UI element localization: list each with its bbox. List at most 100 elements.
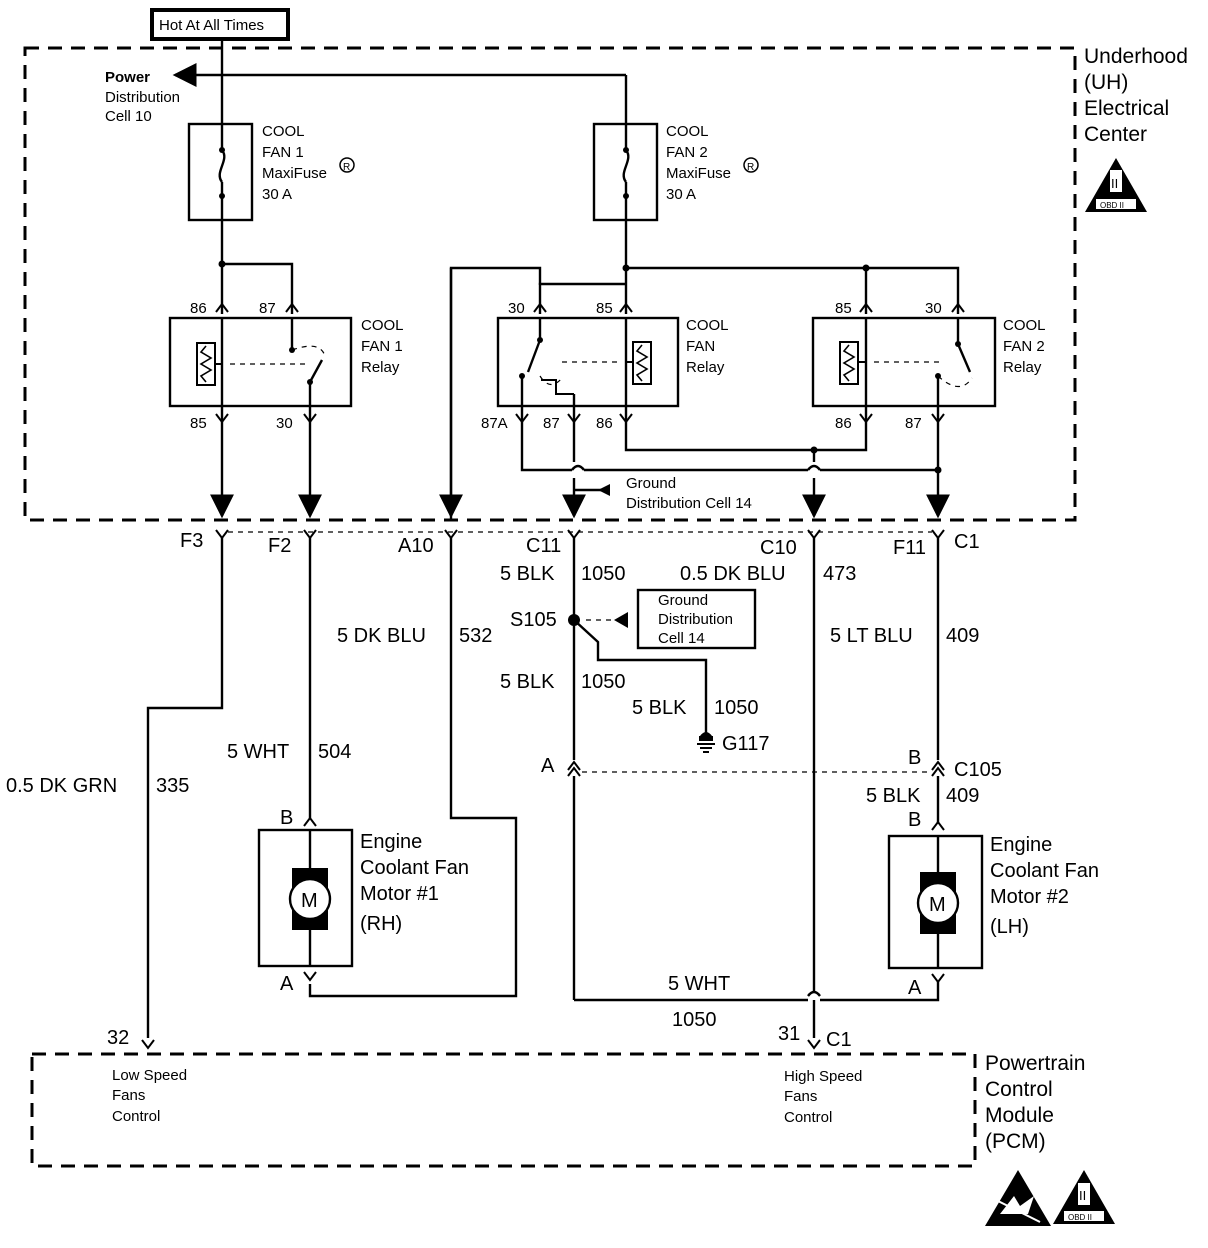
wire-532: [308, 538, 518, 998]
motor-1-pin-a-chevron: [303, 971, 317, 982]
svg-text:Center: Center: [1084, 123, 1147, 146]
c105-pin-a: A: [541, 755, 555, 777]
svg-text:F2: F2: [268, 535, 291, 557]
svg-text:Low Speed: Low Speed: [112, 1067, 187, 1084]
svg-text:Module: Module: [985, 1104, 1054, 1127]
svg-text:473: 473: [823, 563, 856, 585]
ground-flag-icon: [614, 612, 628, 628]
high-speed-fans-control: High Speed Fans Control: [784, 1068, 862, 1126]
svg-text:Fans: Fans: [112, 1087, 145, 1104]
svg-text:Underhood: Underhood: [1084, 45, 1188, 68]
svg-text:COOL: COOL: [666, 123, 709, 140]
svg-text:87: 87: [543, 415, 560, 432]
motor-icon: [288, 877, 332, 921]
relay-2-label: COOL FAN 2 Relay: [1003, 317, 1046, 376]
svg-text:FAN 2: FAN 2: [666, 144, 708, 161]
svg-text:(UH): (UH): [1084, 71, 1128, 94]
motor-2-pin-b: B: [908, 809, 921, 831]
svg-text:M: M: [929, 894, 946, 916]
svg-text:5 BLK: 5 BLK: [500, 671, 555, 693]
uh-pin-labels: F3 F2 A10 C11 C10 F11 C1: [180, 530, 980, 559]
uh-center-label: Underhood (UH) Electrical Center: [1084, 45, 1188, 146]
svg-text:F11: F11: [893, 537, 926, 559]
svg-text:Ground: Ground: [658, 592, 708, 609]
svg-text:1050: 1050: [581, 671, 626, 693]
wire-473-label: 0.5 DK BLU 473: [680, 563, 856, 585]
svg-text:Control: Control: [985, 1078, 1053, 1101]
esd-warning-icon: [985, 1170, 1051, 1226]
wire-1050a-label: 5 BLK 1050: [500, 563, 626, 585]
cool-fan-2-relay: [811, 316, 997, 408]
cool-fan-1-relay: [168, 316, 353, 408]
svg-text:Motor #2: Motor #2: [990, 886, 1069, 908]
fuse-2-label: COOL FAN 2 MaxiFuse 30 A R: [666, 123, 759, 203]
svg-text:335: 335: [156, 775, 189, 797]
svg-text:5 BLK: 5 BLK: [500, 563, 555, 585]
wire-532-label: 5 DK BLU 532: [337, 625, 492, 647]
registered-mark-icon: [743, 157, 759, 173]
svg-text:86: 86: [596, 415, 613, 432]
ground-g117-icon: [697, 732, 715, 753]
motor-2-pin-b-chevron: [931, 820, 945, 831]
registered-mark-icon: [339, 157, 355, 173]
svg-text:COOL: COOL: [361, 317, 404, 334]
wire-335-label: 0.5 DK GRN 335: [6, 775, 189, 797]
svg-text:Fans: Fans: [784, 1088, 817, 1105]
pcm-connector-c1: C1: [826, 1029, 852, 1051]
svg-text:Cell 10: Cell 10: [105, 108, 152, 125]
svg-text:Motor #1: Motor #1: [360, 883, 439, 905]
svg-text:FAN: FAN: [686, 338, 715, 355]
relay-mid-label: COOL FAN Relay: [686, 317, 729, 376]
svg-text:OBD II: OBD II: [1100, 201, 1124, 210]
svg-text:II: II: [1111, 176, 1118, 191]
hot-at-all-times-label: Hot At All Times: [159, 17, 264, 34]
svg-text:II: II: [1079, 1188, 1086, 1203]
svg-text:Coolant Fan: Coolant Fan: [990, 860, 1099, 882]
svg-text:Engine: Engine: [990, 834, 1052, 856]
svg-text:504: 504: [318, 741, 351, 763]
svg-text:COOL: COOL: [686, 317, 729, 334]
cool-fan-2-maxifuse: [592, 122, 659, 222]
svg-text:5 LT BLU: 5 LT BLU: [830, 625, 913, 647]
svg-text:C1: C1: [954, 531, 980, 553]
svg-text:Engine: Engine: [360, 831, 422, 853]
svg-text:OBD II: OBD II: [1068, 1213, 1092, 1222]
obd-ii-badge-pcm: II OBD II: [1053, 1170, 1115, 1224]
wire-1050c-label: 5 BLK 1050: [632, 697, 759, 719]
svg-text:A10: A10: [398, 535, 434, 557]
motor-1-pin-a: A: [280, 973, 294, 995]
svg-text:High Speed: High Speed: [784, 1068, 862, 1085]
svg-text:FAN 1: FAN 1: [262, 144, 304, 161]
cool-fan-relay: [496, 316, 680, 408]
svg-text:1050: 1050: [714, 697, 759, 719]
svg-text:1050: 1050: [672, 1009, 717, 1031]
pcm-box: [30, 1052, 977, 1168]
svg-text:Control: Control: [112, 1108, 160, 1125]
svg-text:(RH): (RH): [360, 913, 402, 935]
svg-text:86: 86: [190, 300, 207, 317]
hot-at-all-times-box: Hot At All Times: [150, 8, 290, 41]
svg-text:0.5 DK BLU: 0.5 DK BLU: [680, 563, 786, 585]
svg-text:Cell 14: Cell 14: [658, 630, 705, 647]
wire-1050b-label: 5 BLK 1050: [500, 671, 626, 693]
svg-text:87: 87: [259, 300, 276, 317]
pcm-pin-32: 32: [107, 1027, 129, 1049]
svg-text:30 A: 30 A: [666, 186, 696, 203]
svg-text:Power: Power: [105, 69, 150, 86]
svg-text:5 DK BLU: 5 DK BLU: [337, 625, 426, 647]
ground-distribution-box: [636, 588, 757, 650]
svg-text:5 BLK: 5 BLK: [866, 785, 921, 807]
wire-473-crossover: [807, 990, 821, 997]
ground-g117-label: G117: [722, 733, 769, 755]
svg-text:409: 409: [946, 625, 979, 647]
svg-text:85: 85: [835, 300, 852, 317]
relay-mid-pin-labels: 30 85 87A 87 86: [481, 300, 613, 432]
svg-text:COOL: COOL: [1003, 317, 1046, 334]
svg-text:30: 30: [508, 300, 525, 317]
svg-text:MaxiFuse: MaxiFuse: [666, 165, 731, 182]
svg-text:Relay: Relay: [686, 359, 725, 376]
connector-c105: [567, 760, 945, 777]
svg-text:(LH): (LH): [990, 916, 1029, 938]
motor-2-pin-a-chevron: [931, 973, 945, 984]
